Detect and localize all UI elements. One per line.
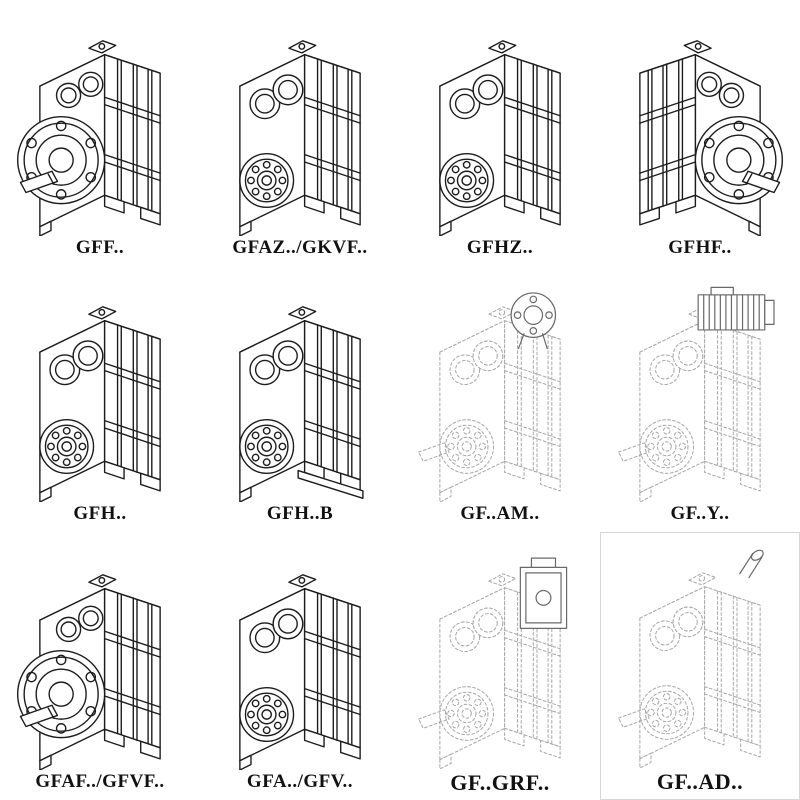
model-label-gf-grf: GF..GRF.. bbox=[450, 770, 550, 795]
catalog-cell-gfa-gfv: GFA../GFV.. bbox=[200, 532, 400, 800]
model-label-gfh-b: GFH..B bbox=[266, 503, 334, 524]
model-label-gfaf-gfvf: GFAF../GFVF.. bbox=[35, 771, 165, 792]
model-label-gf-ad: GF..AD.. bbox=[656, 769, 744, 794]
gearbox-drawing-gfhz bbox=[406, 14, 594, 236]
catalog-cell-gfh: GFH.. bbox=[0, 266, 200, 532]
gearbox-drawing-gfaz-gkvf bbox=[206, 14, 394, 236]
model-label-gfaz-gkvf: GFAZ../GKVF.. bbox=[232, 237, 368, 258]
gearbox-drawing-gfa-gfv bbox=[206, 548, 394, 770]
catalog-cell-gff: GFF.. bbox=[0, 0, 200, 266]
model-label-gfh: GFH.. bbox=[73, 503, 127, 524]
gearbox-drawing-gfaf-gfvf bbox=[6, 548, 194, 770]
catalog-cell-gf-ad: GF..AD.. bbox=[600, 532, 800, 800]
catalog-cell-gf-grf: GF..GRF.. bbox=[400, 532, 600, 800]
catalog-cell-gf-am: GF..AM.. bbox=[400, 266, 600, 532]
gearbox-drawing-gf-grf bbox=[406, 557, 568, 769]
model-label-gfa-gfv: GFA../GFV.. bbox=[246, 771, 354, 792]
catalog-cell-gfh-b: GFH..B bbox=[200, 266, 400, 532]
model-label-gff: GFF.. bbox=[75, 237, 125, 258]
catalog-cell-gf-y: GF..Y.. bbox=[600, 266, 800, 532]
model-label-gfhz: GFHZ.. bbox=[466, 237, 534, 258]
model-label-gf-y: GF..Y.. bbox=[670, 503, 730, 524]
catalog-cell-gfaf-gfvf: GFAF../GFVF.. bbox=[0, 532, 200, 800]
gearbox-drawing-gf-ad bbox=[606, 547, 766, 768]
model-label-gfhf: GFHF.. bbox=[668, 237, 732, 258]
gearbox-drawing-gf-y bbox=[606, 286, 775, 502]
model-label-gf-am: GF..AM.. bbox=[460, 503, 540, 524]
catalog-cell-gfhf: GFHF.. bbox=[600, 0, 800, 266]
gearbox-drawing-gfh-b bbox=[206, 280, 394, 502]
gearbox-drawing-gfh bbox=[6, 280, 194, 502]
gearbox-drawing-gff bbox=[6, 14, 194, 236]
gearbox-drawing-gf-am bbox=[406, 292, 594, 502]
catalog-cell-gfhz: GFHZ.. bbox=[400, 0, 600, 266]
gearbox-drawing-gfhf bbox=[606, 14, 794, 236]
catalog-cell-gfaz-gkvf: GFAZ../GKVF.. bbox=[200, 0, 400, 266]
